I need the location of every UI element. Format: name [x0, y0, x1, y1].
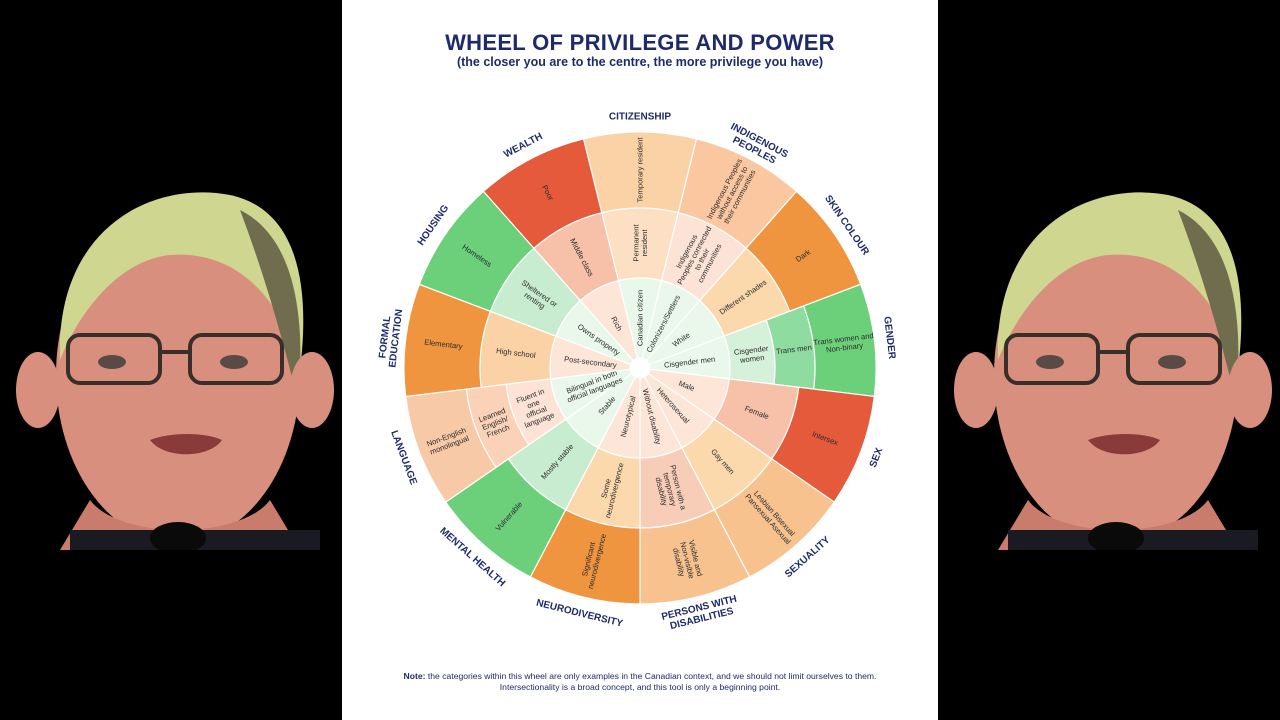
note-text: the categories within this wheel are onl… — [428, 671, 877, 692]
wheel-document: WHEEL OF PRIVILEGE AND POWER (the closer… — [342, 0, 938, 720]
category-label-formal-education: FORMALEDUCATION — [376, 307, 405, 368]
wheel-label-citizenship-3: Temporary resident — [636, 137, 645, 203]
wheel-center — [630, 358, 650, 378]
privilege-wheel: Canadian citizenPermanentresidentTempora… — [342, 70, 938, 666]
note-label: Note: — [404, 671, 426, 681]
category-label-sex: SEX — [868, 446, 885, 469]
diagram-subtitle: (the closer you are to the centre, the m… — [342, 55, 938, 69]
diagram-title: WHEEL OF PRIVILEGE AND POWER — [342, 30, 938, 56]
speaker-portrait-left — [0, 170, 342, 550]
speaker-portrait-right — [938, 170, 1280, 550]
category-label-gender: GENDER — [881, 316, 897, 361]
speaker-video-left — [0, 0, 342, 720]
speaker-video-right — [938, 0, 1280, 720]
category-label-citizenship: CITIZENSHIP — [609, 112, 672, 123]
diagram-note: Note: the categories within this wheel a… — [402, 671, 878, 693]
wheel-label-citizenship-1: Canadian citizen — [636, 290, 645, 346]
